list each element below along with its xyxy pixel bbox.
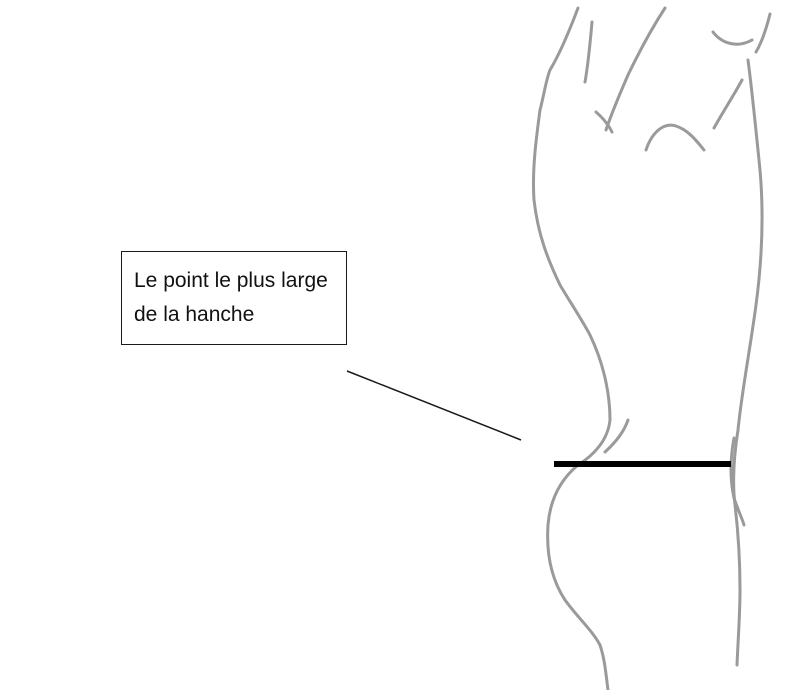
body-back-outline	[533, 8, 610, 690]
body-front-outline	[734, 60, 763, 665]
inner-arm-stroke	[714, 80, 742, 128]
upper-front-stroke	[756, 14, 770, 52]
front-hip-fold	[731, 438, 744, 525]
arm-outline	[606, 8, 665, 130]
chest-curve	[713, 32, 752, 44]
callout-leader-line	[347, 371, 521, 440]
hip-callout-text: Le point le plus large de la hanche	[134, 269, 328, 326]
hip-callout-box: Le point le plus large de la hanche	[121, 251, 347, 345]
elbow-curve	[646, 125, 704, 150]
shoulder-stroke	[585, 22, 592, 82]
